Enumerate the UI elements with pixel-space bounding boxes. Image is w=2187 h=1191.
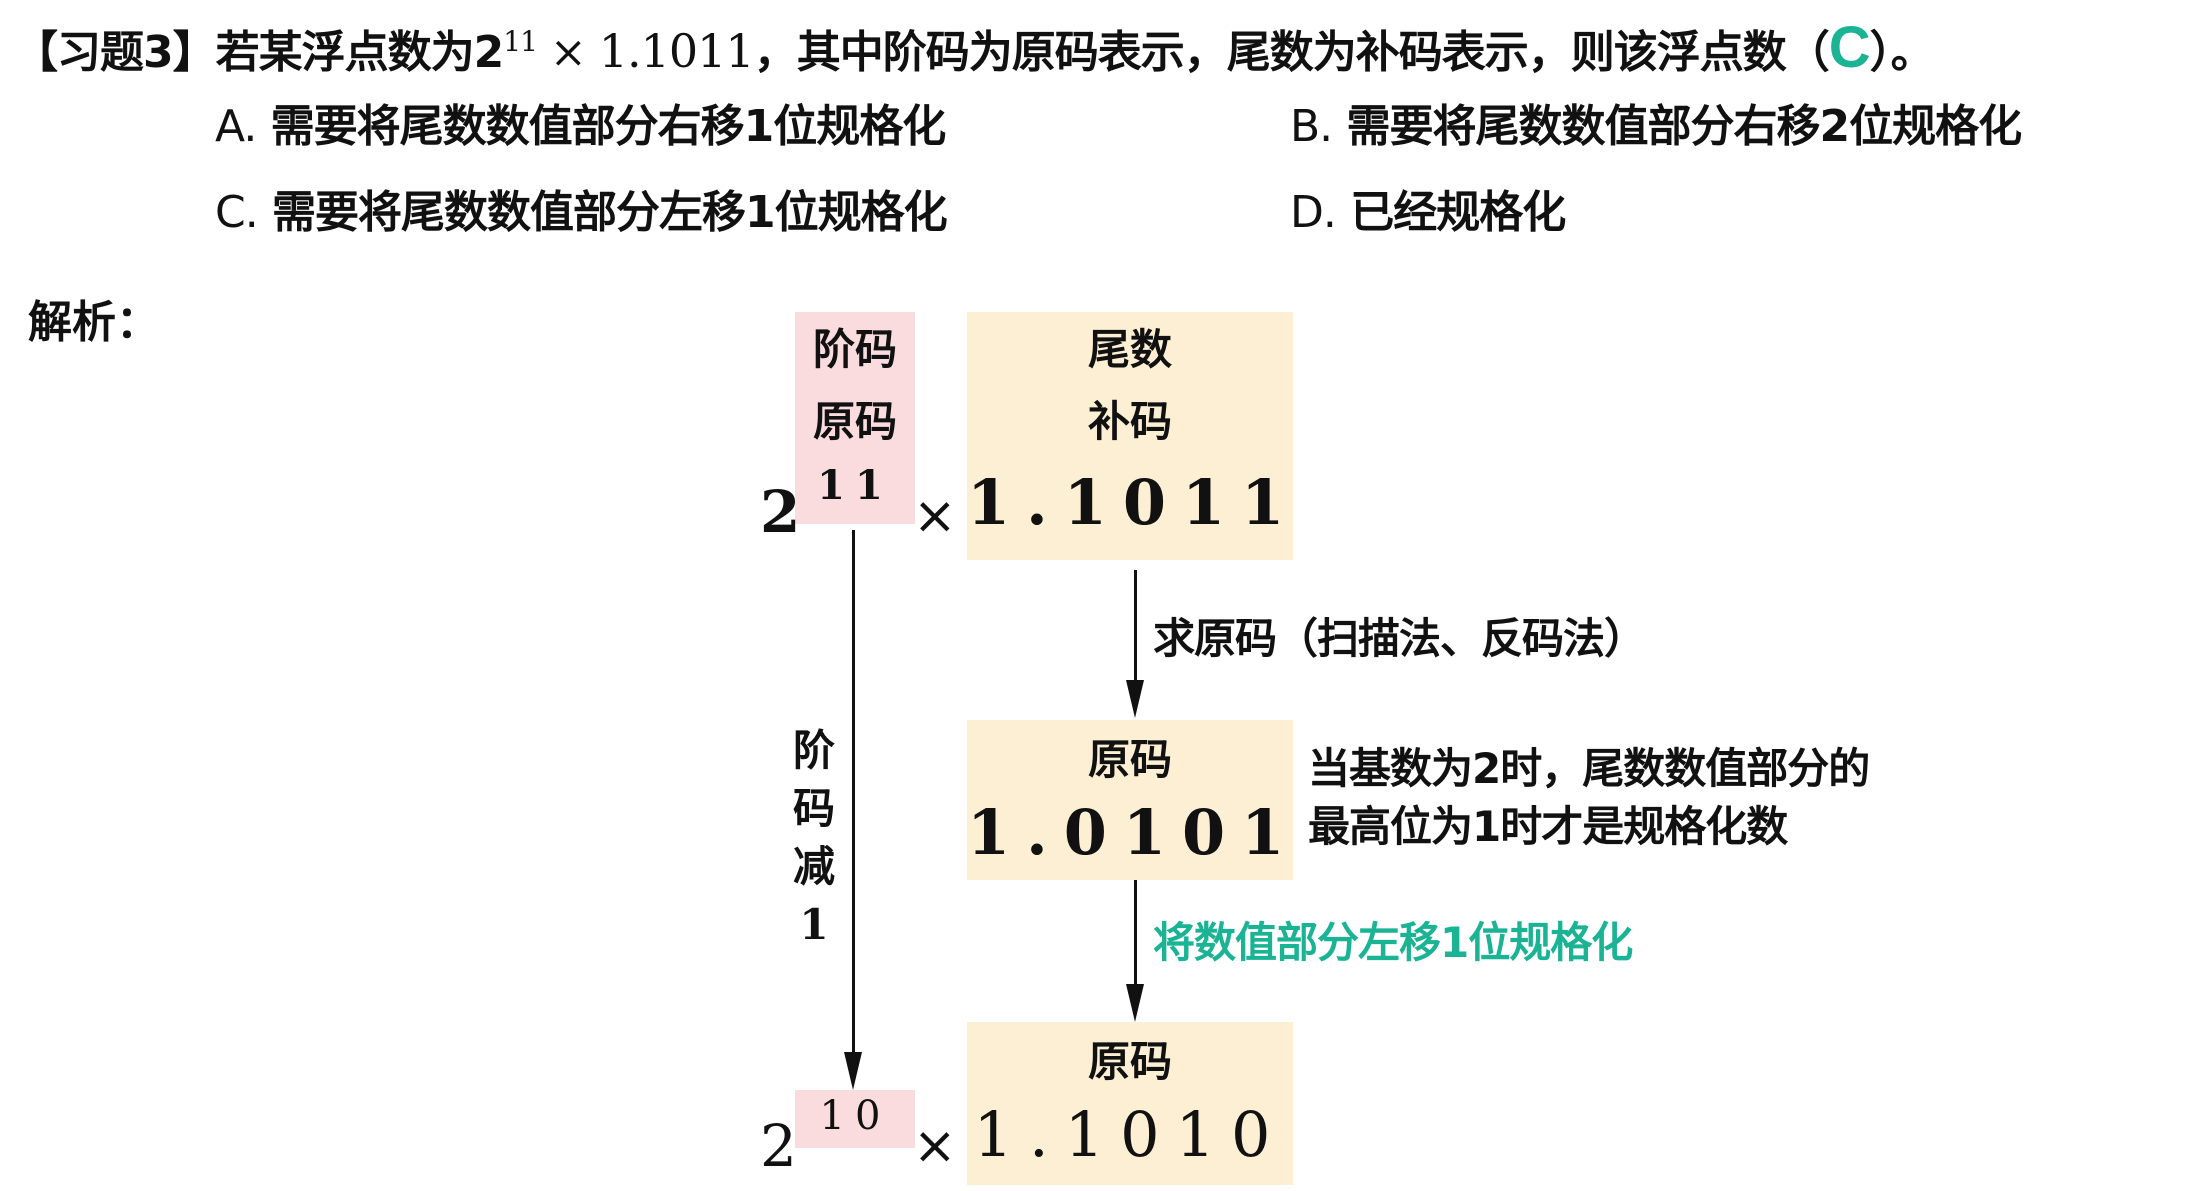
normalization-note: 当基数为2时，尾数数值部分的 最高位为1时才是规格化数 <box>1308 740 1870 856</box>
option-key: B. <box>1290 101 1333 152</box>
exp-step-char: 减 <box>792 842 835 891</box>
step2-label: 将数值部分左移1位规格化 <box>1153 918 1633 967</box>
exponent-box: 阶码 原码 11 <box>795 312 915 524</box>
exponent-box-line2: 原码 <box>812 397 897 446</box>
exp-step-char: 码 <box>792 784 835 833</box>
result-times-sign: × <box>913 1116 957 1176</box>
exponent-value: 11 <box>817 462 893 509</box>
option-c[interactable]: C. 需要将尾数数值部分左移1位规格化 <box>215 183 948 243</box>
question-text-before: 若某浮点数为2 <box>215 27 505 78</box>
option-key: D. <box>1290 187 1337 238</box>
note-line-1: 当基数为2时，尾数数值部分的 <box>1308 744 1870 793</box>
option-text: 需要将尾数数值部分右移2位规格化 <box>1346 101 2023 152</box>
arrow-line <box>1134 570 1137 682</box>
question-label: 【习题3】 <box>14 27 217 78</box>
arrow-down-icon <box>844 1052 862 1090</box>
exponent-arrow-line <box>852 530 855 1055</box>
option-key: A. <box>215 101 257 152</box>
option-text: 已经规格化 <box>1350 187 1566 238</box>
answer-badge: C <box>1828 15 1871 80</box>
option-d[interactable]: D. 已经规格化 <box>1290 183 1566 243</box>
result-mantissa-value: 1.1010 <box>973 1098 1287 1171</box>
exponent-box-line1: 阶码 <box>812 325 897 374</box>
option-key: C. <box>215 187 259 238</box>
result-exponent-box: 10 <box>795 1090 915 1148</box>
question-exponent: 11 <box>503 25 538 58</box>
mantissa-box-2-label: 原码 <box>1087 735 1172 784</box>
mantissa-box-line2: 补码 <box>1087 397 1172 446</box>
mantissa-value: 1.1011 <box>967 466 1301 539</box>
option-text: 需要将尾数数值部分右移1位规格化 <box>270 101 947 152</box>
base-2: 2 <box>760 478 801 546</box>
exp-step-char: 阶 <box>792 726 835 775</box>
arrow-down-icon <box>1126 984 1144 1022</box>
arrow-down-icon <box>1126 680 1144 718</box>
mantissa-box-2: 原码 1.0101 <box>967 720 1293 880</box>
result-base-2: 2 <box>760 1112 797 1180</box>
result-mantissa-label: 原码 <box>1087 1037 1172 1086</box>
mantissa-box: 尾数 补码 1.1011 <box>967 312 1293 560</box>
mantissa-value-2: 1.0101 <box>967 796 1301 869</box>
question-text-end: ）。 <box>1869 27 1935 78</box>
option-b[interactable]: B. 需要将尾数数值部分右移2位规格化 <box>1290 97 2023 157</box>
step1-label: 求原码（扫描法、反码法） <box>1153 614 1646 663</box>
result-exponent-value: 10 <box>819 1093 891 1139</box>
exp-step-char: 1 <box>799 900 829 949</box>
mantissa-box-line1: 尾数 <box>1087 325 1172 374</box>
question-text-after: ，其中阶码为原码表示，尾数为补码表示，则该浮点数（ <box>753 27 1830 78</box>
option-a[interactable]: A. 需要将尾数数值部分右移1位规格化 <box>215 97 947 157</box>
question-stem: 【习题3】若某浮点数为211 × 1.1011，其中阶码为原码表示，尾数为补码表… <box>14 15 1935 88</box>
option-text: 需要将尾数数值部分左移1位规格化 <box>272 187 948 238</box>
note-line-2: 最高位为1时才是规格化数 <box>1308 802 1788 851</box>
result-mantissa-box: 原码 1.1010 <box>967 1022 1293 1185</box>
arrow-line <box>1134 880 1137 986</box>
times-sign: × <box>913 486 957 546</box>
question-times: × <box>536 27 599 78</box>
analysis-heading: 解析： <box>28 297 160 348</box>
question-mantissa: 1.1011 <box>598 24 755 78</box>
exponent-step-label: 阶 码 减 1 <box>786 722 842 954</box>
